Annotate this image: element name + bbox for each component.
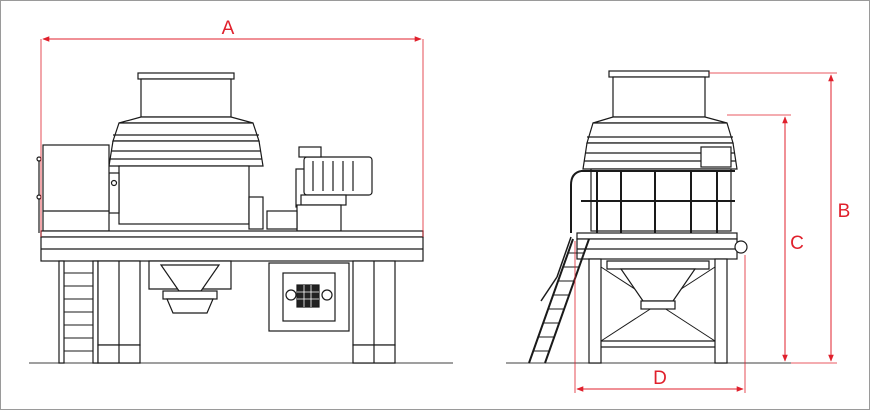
side-hopper	[619, 268, 697, 302]
front-view-machine	[29, 72, 453, 364]
side-outlet-duct	[612, 76, 706, 118]
motor-terminal-box	[298, 146, 322, 158]
control-cabinet	[42, 144, 110, 232]
side-handrail	[570, 170, 735, 233]
side-access-panel	[700, 146, 732, 168]
side-hopper-frame	[606, 260, 710, 270]
dimension-d: D	[574, 241, 746, 393]
front-platform-top	[40, 230, 424, 238]
dimension-c: C	[727, 114, 804, 362]
dimension-b: B	[709, 72, 851, 364]
coupling-guard	[248, 196, 264, 230]
side-pivot-pin	[734, 240, 748, 254]
front-ladder-rail-right	[92, 260, 99, 364]
side-hopper-outlet	[640, 300, 676, 310]
side-cone	[586, 122, 734, 144]
motor-mount	[300, 194, 347, 206]
gearbox	[296, 204, 342, 232]
side-cone-rim	[592, 116, 728, 124]
feeder-grille	[296, 284, 320, 308]
front-cone-rim	[118, 116, 254, 124]
drive-shaft-housing	[266, 210, 298, 230]
side-upper-body	[582, 142, 738, 170]
front-side-bracket	[108, 172, 120, 214]
front-outlet-flange	[137, 72, 235, 80]
motor-body	[303, 156, 373, 196]
front-main-chamber	[118, 165, 250, 225]
dim-c-label: C	[790, 233, 804, 254]
side-inclined-ladder	[528, 236, 590, 364]
dim-d-label: D	[653, 368, 667, 389]
side-view-machine	[506, 70, 791, 364]
side-outlet-flange	[608, 70, 710, 78]
side-leg-left	[588, 258, 602, 364]
side-leg-right	[714, 258, 728, 364]
dim-b-label: B	[838, 201, 851, 222]
front-outlet-duct	[140, 78, 232, 118]
dimension-a: A	[40, 18, 424, 237]
dim-a-label: A	[222, 18, 235, 39]
front-upper-body	[108, 140, 264, 167]
side-platform-top	[576, 232, 738, 240]
front-cone	[112, 122, 260, 142]
front-hopper-outlet	[162, 290, 218, 300]
front-ladder-rail-left	[58, 260, 65, 364]
